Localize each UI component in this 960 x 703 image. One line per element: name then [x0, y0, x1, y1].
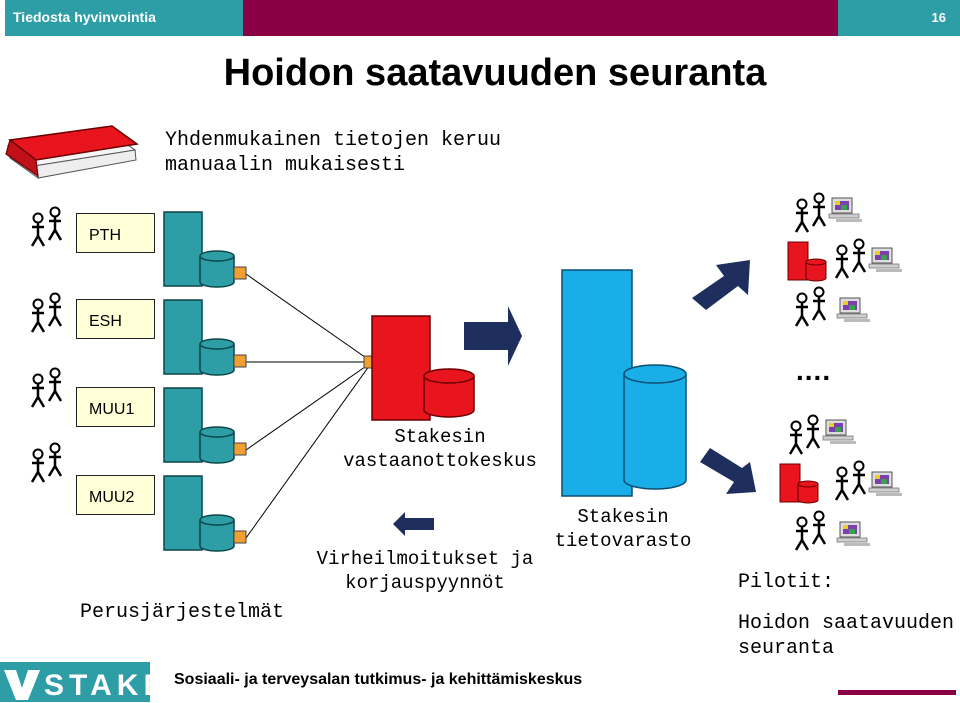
- receiving-center-icon: [363, 315, 475, 421]
- subtitle-line-2: manuaalin mukaisesti: [165, 154, 406, 177]
- header-middle-band: [243, 0, 838, 36]
- basic-system-muu1: [163, 387, 247, 464]
- receiving-center-line-1: Stakesin: [394, 426, 486, 448]
- data-warehouse-icon: [561, 269, 687, 497]
- receiving-center-label: Stakesin vastaanottokeskus: [320, 425, 560, 473]
- subtitle-line-1: Yhdenmukainen tietojen keruu: [165, 129, 502, 152]
- pilot-cluster-lower: [779, 416, 903, 551]
- connection-lines: [245, 273, 373, 539]
- pilot-cluster-upper: [787, 194, 903, 327]
- source-label-muu2: MUU2: [76, 475, 155, 515]
- basic-system-esh: [163, 299, 247, 376]
- flow-arrows: [393, 260, 756, 536]
- pilots-label: Pilotit:: [738, 571, 835, 594]
- arrow-to-pilots-upper: [692, 260, 750, 310]
- data-warehouse-label: Stakesin tietovarasto: [548, 505, 698, 553]
- arrow-feedback-left: [393, 512, 434, 536]
- pilot-item-line-2: seuranta: [738, 637, 835, 660]
- pilot-item-line-1: Hoidon saatavuuden: [738, 612, 955, 635]
- header-left-text: Tiedosta hyvinvointia: [13, 9, 156, 25]
- data-warehouse-line-2: tietovarasto: [554, 530, 692, 552]
- source-label-esh: ESH: [76, 299, 155, 339]
- page-number: 16: [931, 10, 946, 25]
- arrow-to-warehouse: [464, 306, 522, 366]
- basic-systems-label: Perusjärjestelmät: [80, 601, 285, 624]
- error-feedback-line-1: Virheilmoitukset ja: [316, 548, 534, 570]
- header-right-band: 16: [838, 0, 960, 36]
- people-icons-sources: [32, 208, 61, 483]
- error-feedback-line-2: korjauspyynnöt: [345, 572, 505, 594]
- data-warehouse-line-1: Stakesin: [577, 506, 669, 528]
- subtitle: Yhdenmukainen tietojen keruu manuaalin m…: [165, 128, 501, 178]
- source-label-muu1: MUU1: [76, 387, 155, 427]
- footer-organization: Sosiaali- ja terveysalan tutkimus- ja ke…: [174, 671, 583, 688]
- basic-system-muu2: [163, 475, 247, 552]
- header-left-band: Tiedosta hyvinvointia: [5, 0, 243, 36]
- receiving-center-line-2: vastaanottokeskus: [343, 450, 537, 472]
- slide-title: Hoidon saatavuuden seuranta: [223, 52, 767, 94]
- error-feedback-label: Virheilmoitukset ja korjauspyynnöt: [310, 547, 540, 595]
- ellipsis-more: ....: [796, 355, 832, 386]
- basic-system-pth: [163, 211, 247, 288]
- arrow-to-pilots-lower: [700, 448, 756, 494]
- basic-system-icons: [163, 211, 247, 552]
- source-label-pth: PTH: [76, 213, 155, 253]
- pilot-item-label: Hoidon saatavuuden seuranta: [738, 611, 954, 661]
- manual-book-icon: [5, 125, 139, 180]
- footer-accent-line: [838, 690, 956, 695]
